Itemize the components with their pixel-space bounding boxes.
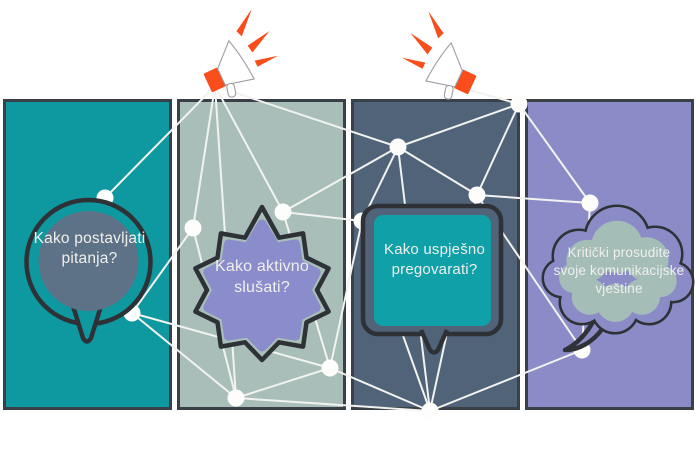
megaphone-cone — [217, 39, 255, 86]
panel-1 — [3, 99, 172, 410]
panel-4 — [525, 99, 694, 410]
megaphone-grip — [226, 82, 237, 98]
panel-2 — [177, 99, 346, 410]
megaphone-icon-left — [203, 9, 279, 98]
megaphone-icon-right — [401, 11, 477, 100]
panel-3 — [351, 99, 520, 410]
